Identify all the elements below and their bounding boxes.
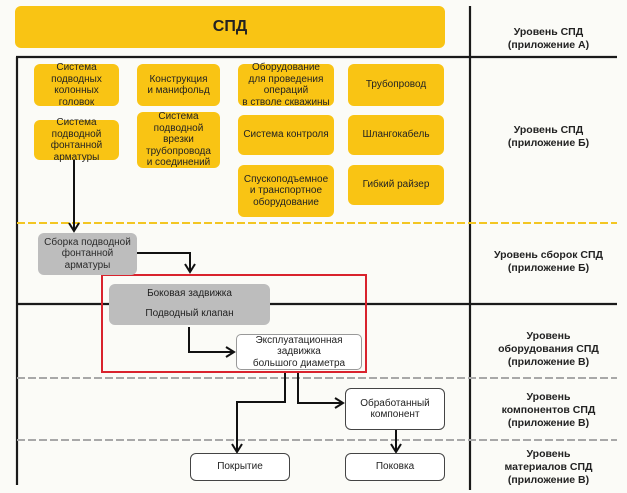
side-valve: Боковая задвижка: [147, 288, 232, 300]
level-label-materials: Уровень материалов СПД (приложение В): [504, 448, 593, 486]
level-label-equipment: Уровень оборудования СПД (приложение В): [498, 330, 599, 368]
xmas-tree-assembly: Сборка подводной фонтанной арматуры: [38, 233, 137, 275]
umbilical: Шлангокабель: [348, 115, 444, 155]
machined-component: Обработанный компонент: [345, 388, 445, 430]
arrow-to-component: [297, 371, 345, 409]
structure-manifold: Конструкция и манифольд: [137, 64, 220, 106]
subsea-wellhead-system: Система подводных колонных головок: [34, 62, 119, 108]
well-intervention-equipment: Оборудование для проведения операций в с…: [238, 62, 334, 108]
valve-group: [109, 284, 270, 325]
subsea-valve: Подводный клапан: [145, 308, 234, 320]
control-system: Система контроля: [238, 115, 334, 155]
highlight-frame: [101, 274, 367, 373]
level-label-components: Уровень компонентов СПД (приложение В): [501, 391, 596, 429]
pipeline: Трубопровод: [348, 64, 444, 106]
flexible-riser: Гибкий райзер: [348, 165, 444, 205]
level-label-b: Уровень СПД (приложение Б): [507, 124, 590, 149]
large-bore-gate-valve: Эксплуатационная задвижка большого диаме…: [236, 334, 362, 370]
handling-transport-equipment: Спускоподъемное и транспортное оборудова…: [238, 165, 334, 217]
pipeline-tie-in-system: Система подводной врезки трубопровода и …: [137, 111, 220, 168]
coating: Покрытие: [190, 453, 290, 481]
arrow-to-equipment: [137, 252, 196, 274]
subsea-xmas-tree-system: Система подводной фонтанной арматуры: [34, 117, 119, 163]
level-label-assembly: Уровень сборок СПД (приложение Б): [493, 249, 604, 274]
arrow-to-gate-valve: [188, 327, 236, 358]
spd-title-box: СПД: [15, 6, 445, 48]
arrow-to-coating: [231, 371, 286, 454]
level-label-a: Уровень СПД (приложение А): [507, 26, 590, 51]
forging: Поковка: [345, 453, 445, 481]
